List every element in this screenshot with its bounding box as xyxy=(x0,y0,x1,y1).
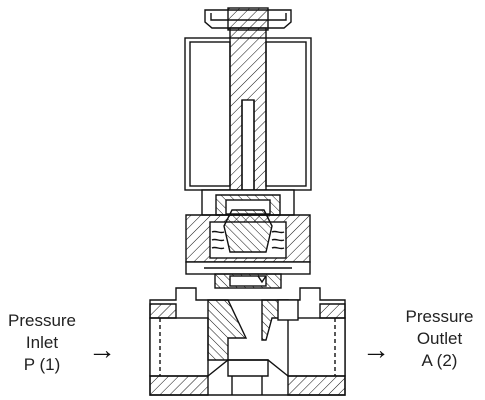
inlet-line2: Inlet xyxy=(25,333,59,352)
top-nut xyxy=(204,7,292,31)
inlet-line1: Pressure xyxy=(7,311,77,330)
outlet-line1: Pressure xyxy=(405,307,474,326)
diaphragm-assembly xyxy=(185,261,311,289)
inlet-line3: P (1) xyxy=(23,355,61,374)
pressure-inlet-label: Pressure Inlet P (1) xyxy=(2,310,82,376)
right-arrow-icon: → xyxy=(88,334,116,365)
right-arrow-icon: → xyxy=(362,334,390,365)
bonnet xyxy=(185,189,311,263)
outlet-line3: A (2) xyxy=(421,351,458,370)
armature-tube xyxy=(229,27,267,211)
pressure-outlet-label: Pressure Outlet A (2) xyxy=(394,306,485,372)
valve-body xyxy=(149,287,346,396)
outlet-line2: Outlet xyxy=(416,329,463,348)
